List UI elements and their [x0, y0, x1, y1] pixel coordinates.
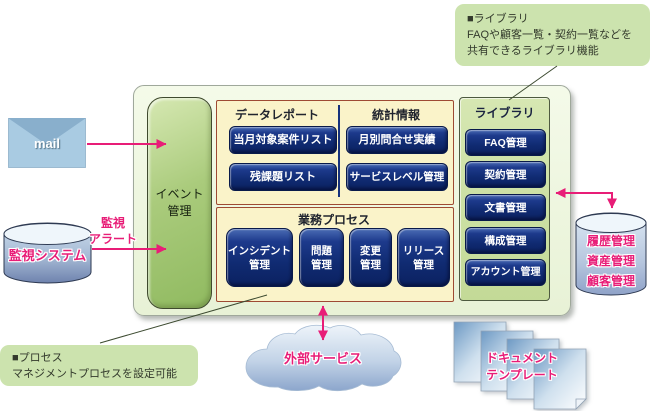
process-annotation-title: ■プロセス [12, 352, 63, 364]
panel-divider [338, 105, 340, 197]
monitoring-system-cylinder [3, 222, 92, 284]
event-management-label-line2: 管理 [167, 204, 192, 218]
data-report-title: データレポート [234, 108, 319, 122]
problem-management-button: 問題 管理 [299, 228, 344, 287]
release-management-button: リリース 管理 [397, 228, 450, 287]
document-template-label: ドキュメント テンプレート [485, 351, 558, 382]
statistics-title: 統計情報 [371, 108, 420, 122]
mail-envelope-icon [8, 118, 86, 168]
faq-management-button: FAQ管理 [465, 129, 546, 156]
document-template-icon [453, 321, 587, 410]
process-annotation-line1: マネジメントプロセスを設定可能 [12, 368, 177, 380]
current-month-case-list-button: 当月対象案件リスト [229, 126, 337, 154]
external-service-label: 外部サービス [283, 351, 362, 366]
monitoring-system-label: 監視システム [8, 248, 87, 263]
document-management-button: 文書管理 [465, 194, 546, 221]
contract-management-button: 契約管理 [465, 161, 546, 188]
configuration-management-button: 構成管理 [465, 227, 546, 254]
library-annotation-line1: FAQや顧客一覧・契約一覧などを [467, 29, 633, 41]
account-management-button: アカウント管理 [465, 259, 546, 286]
event-management-label-line1: イベント [155, 187, 204, 201]
incident-management-button: インシデント 管理 [226, 228, 293, 287]
process-annotation: ■プロセス マネジメントプロセスを設定可能 [0, 345, 198, 386]
service-level-management-button: サービスレベル管理 [346, 163, 448, 191]
monthly-inquiry-results-button: 月別問合せ実績 [346, 126, 448, 154]
external-service-cloud [245, 324, 402, 392]
monitoring-alert-label: 監視 アラート [88, 216, 137, 246]
library-annotation: ■ライブラリ FAQや顧客一覧・契約一覧などを 共有できるライブラリ機能 [455, 4, 650, 66]
database-cylinder [575, 212, 647, 296]
event-management-box: イベント 管理 [147, 97, 212, 309]
database-labels: 履歴管理 資産管理 顧客管理 [586, 234, 635, 288]
business-process-title: 業務プロセス [297, 213, 370, 227]
remaining-issues-list-button: 残課題リスト [229, 163, 337, 191]
library-annotation-line2: 共有できるライブラリ機能 [467, 45, 599, 57]
change-management-button: 変更 管理 [349, 228, 392, 287]
library-annotation-title: ■ライブラリ [467, 13, 529, 25]
library-title: ライブラリ [474, 106, 535, 120]
mail-label: mail [33, 136, 60, 151]
